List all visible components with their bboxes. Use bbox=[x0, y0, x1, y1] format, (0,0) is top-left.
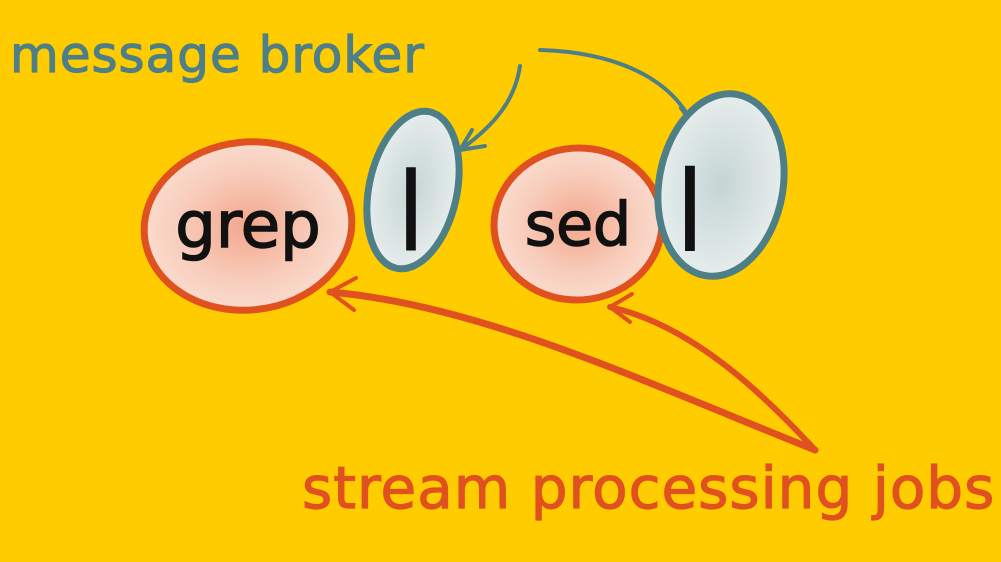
sed-node: sed bbox=[490, 144, 666, 304]
grep-node: grep bbox=[140, 138, 356, 314]
grep-label: grep bbox=[175, 189, 321, 263]
arrow-to-pipe2 bbox=[538, 48, 695, 127]
broker-arrows bbox=[458, 48, 701, 152]
arrow-to-grep bbox=[326, 288, 819, 454]
pipe1-node: | bbox=[363, 107, 463, 273]
arrowhead-sed bbox=[608, 292, 634, 324]
arrowhead-grep bbox=[328, 276, 358, 312]
stream-processing-jobs-label: stream processing jobs bbox=[302, 454, 995, 522]
arrow-to-pipe1 bbox=[458, 64, 522, 152]
grep-ellipse bbox=[140, 138, 356, 314]
pipe2-label: | bbox=[676, 155, 704, 250]
message-broker-label: message broker bbox=[10, 26, 425, 84]
pipe1-ellipse bbox=[363, 107, 463, 273]
pipe2-ellipse bbox=[654, 90, 788, 280]
pipe1-label: | bbox=[398, 156, 425, 250]
arrow-to-sed bbox=[607, 304, 818, 453]
pipe2-node: | bbox=[654, 90, 788, 280]
job-arrows bbox=[326, 276, 819, 454]
sed-label: sed bbox=[525, 190, 631, 260]
